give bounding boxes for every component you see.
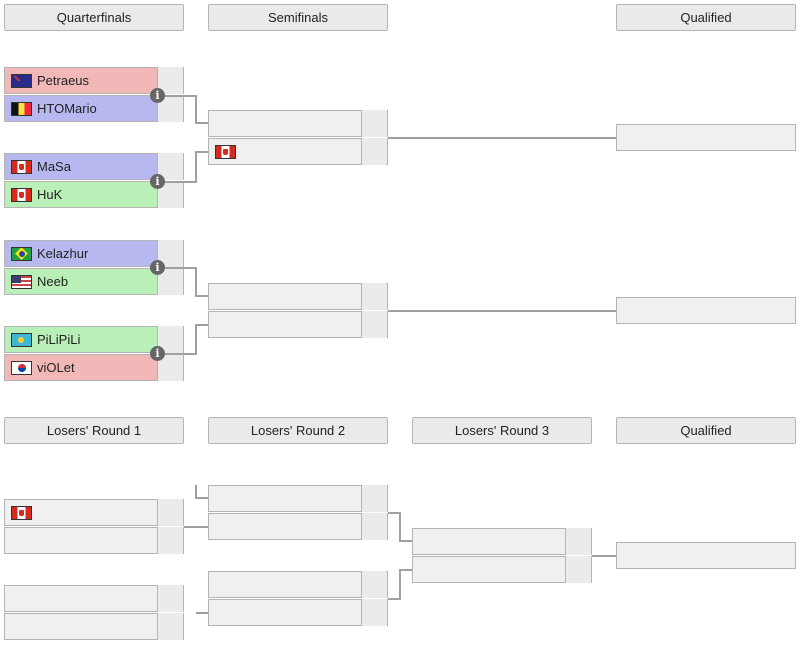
connector-line bbox=[195, 324, 197, 355]
player-name: viOLet bbox=[37, 360, 75, 375]
match-slot-player[interactable]: MaSa bbox=[4, 153, 184, 180]
player-name: PiLiPiLi bbox=[37, 332, 81, 347]
au-flag-icon bbox=[11, 74, 32, 88]
score-cell bbox=[157, 527, 183, 554]
player-name: Kelazhur bbox=[37, 246, 89, 261]
qualified-slot-3[interactable] bbox=[616, 542, 796, 569]
score-cell bbox=[361, 311, 387, 338]
match-slot-empty[interactable] bbox=[208, 571, 388, 598]
connector-line bbox=[388, 598, 400, 600]
connector-line bbox=[195, 485, 197, 498]
connector-line bbox=[195, 267, 197, 296]
match-slot-empty[interactable] bbox=[208, 513, 388, 540]
match-slot-empty[interactable] bbox=[208, 311, 388, 338]
connector-line bbox=[195, 295, 208, 297]
kr-flag-icon bbox=[11, 361, 32, 375]
match-slot-empty[interactable] bbox=[412, 528, 592, 555]
match-slot-player[interactable]: Kelazhur bbox=[4, 240, 184, 267]
connector-line bbox=[399, 512, 401, 541]
player-name: Petraeus bbox=[37, 73, 90, 88]
match-info-icon[interactable]: i bbox=[150, 88, 165, 103]
header-semifinals: Semifinals bbox=[208, 4, 388, 31]
connector-line bbox=[195, 497, 208, 499]
be-flag-icon bbox=[11, 102, 32, 116]
match-slot-empty[interactable] bbox=[4, 613, 184, 640]
score-cell bbox=[157, 153, 183, 180]
header-losers-round-2: Losers' Round 2 bbox=[208, 417, 388, 444]
score-cell bbox=[361, 571, 387, 598]
score-cell bbox=[565, 556, 591, 583]
connector-line bbox=[399, 569, 401, 600]
connector-line bbox=[165, 267, 196, 269]
connector-line bbox=[399, 569, 412, 571]
match-slot-player[interactable] bbox=[4, 499, 184, 526]
qualified-slot-2[interactable] bbox=[616, 297, 796, 324]
match-slot-empty[interactable] bbox=[208, 110, 388, 137]
player-name: HTOMario bbox=[37, 101, 97, 116]
ca-flag-icon bbox=[215, 145, 236, 159]
score-cell bbox=[361, 283, 387, 310]
ca-flag-icon bbox=[11, 188, 32, 202]
us-flag-icon bbox=[11, 275, 32, 289]
score-cell bbox=[157, 585, 183, 612]
player-name: HuK bbox=[37, 187, 63, 202]
match-slot-empty[interactable] bbox=[208, 283, 388, 310]
connector-line bbox=[195, 324, 208, 326]
player-name: MaSa bbox=[37, 159, 71, 174]
ca-flag-icon bbox=[11, 506, 32, 520]
player-name: Neeb bbox=[37, 274, 69, 289]
connector-line bbox=[195, 122, 208, 124]
match-slot-empty[interactable] bbox=[208, 599, 388, 626]
connector-line bbox=[195, 95, 197, 123]
score-cell bbox=[361, 110, 387, 137]
connector-line bbox=[388, 310, 616, 312]
match-info-icon[interactable]: i bbox=[150, 260, 165, 275]
header-losers-round-3: Losers' Round 3 bbox=[412, 417, 592, 444]
match-slot-empty[interactable] bbox=[208, 485, 388, 512]
header-losers-round-1: Losers' Round 1 bbox=[4, 417, 184, 444]
connector-line bbox=[388, 137, 616, 139]
connector-line bbox=[165, 95, 196, 97]
connector-line bbox=[195, 151, 208, 153]
match-slot-empty[interactable] bbox=[412, 556, 592, 583]
connector-line bbox=[592, 555, 616, 557]
match-slot-player[interactable] bbox=[208, 138, 388, 165]
connector-line bbox=[399, 540, 412, 542]
score-cell bbox=[361, 513, 387, 540]
connector-line bbox=[165, 181, 196, 183]
kz-flag-icon bbox=[11, 333, 32, 347]
br-flag-icon bbox=[11, 247, 32, 261]
match-info-icon[interactable]: i bbox=[150, 346, 165, 361]
match-info-icon[interactable]: i bbox=[150, 174, 165, 189]
match-slot-empty[interactable] bbox=[4, 527, 184, 554]
score-cell bbox=[157, 613, 183, 640]
ca-flag-icon bbox=[11, 160, 32, 174]
header-quarterfinals: Quarterfinals bbox=[4, 4, 184, 31]
connector-line bbox=[184, 526, 208, 528]
connector-line bbox=[388, 512, 400, 514]
score-cell bbox=[361, 485, 387, 512]
header-qualified-upper: Qualified bbox=[616, 4, 796, 31]
score-cell bbox=[361, 599, 387, 626]
score-cell bbox=[361, 138, 387, 165]
match-slot-empty[interactable] bbox=[4, 585, 184, 612]
connector-line bbox=[195, 151, 197, 183]
score-cell bbox=[157, 499, 183, 526]
connector-line bbox=[196, 612, 208, 614]
score-cell bbox=[565, 528, 591, 555]
connector-line bbox=[165, 353, 196, 355]
qualified-slot-1[interactable] bbox=[616, 124, 796, 151]
header-qualified-lower: Qualified bbox=[616, 417, 796, 444]
